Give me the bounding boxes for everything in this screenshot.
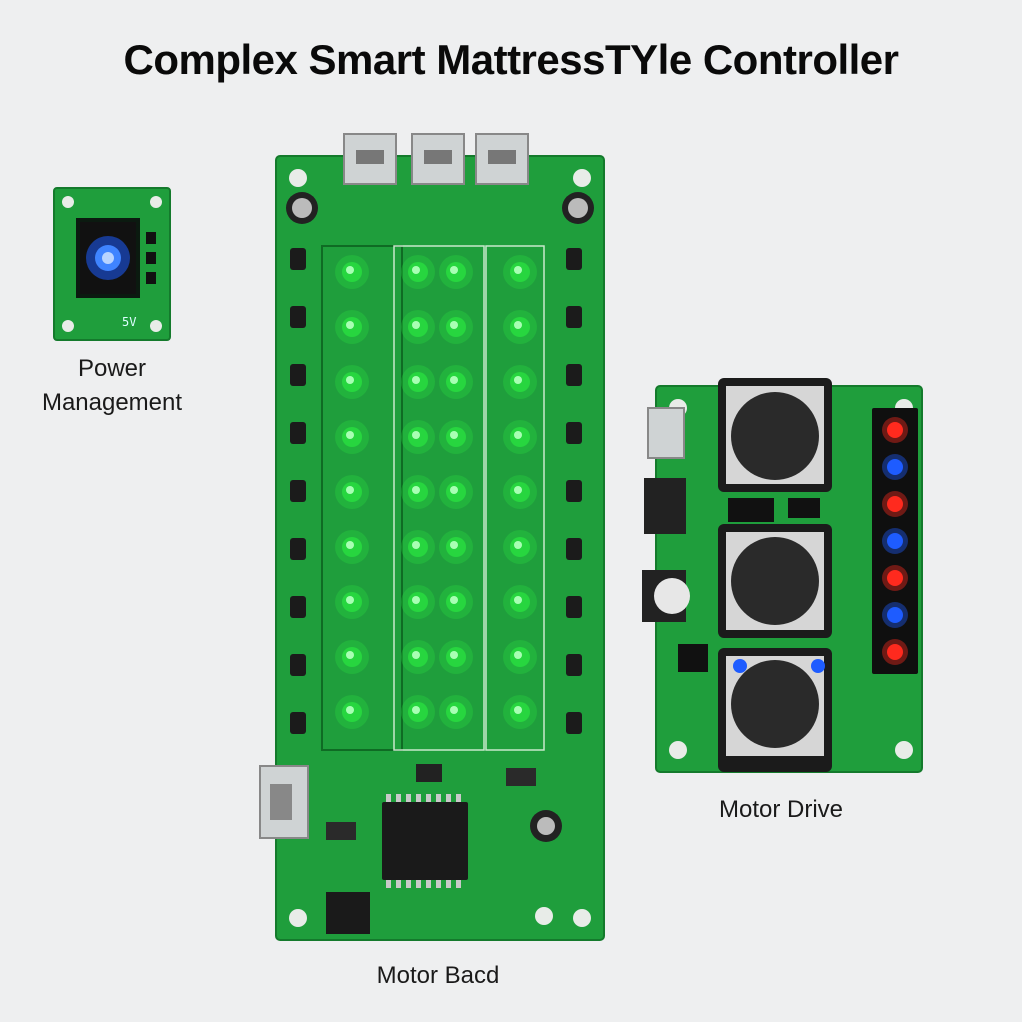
green-led (401, 640, 435, 674)
red-led (882, 491, 908, 517)
side-components (290, 248, 582, 734)
smd-component (566, 538, 582, 560)
smd-component (566, 654, 582, 676)
green-led (503, 695, 537, 729)
green-led (335, 640, 369, 674)
motor-drive-label: Motor Drive (718, 796, 844, 823)
smd-component (290, 248, 306, 270)
smd-component (290, 422, 306, 444)
smd-component (290, 596, 306, 618)
green-led (335, 530, 369, 564)
blue-led (882, 602, 908, 628)
smd-component (566, 712, 582, 734)
green-led (503, 475, 537, 509)
green-led (335, 255, 369, 289)
red-led (882, 417, 908, 443)
green-led (335, 695, 369, 729)
smd-component (566, 422, 582, 444)
green-led (439, 420, 473, 454)
green-led (503, 585, 537, 619)
green-led (401, 530, 435, 564)
red-led (882, 639, 908, 665)
smd-component (566, 248, 582, 270)
green-led (335, 585, 369, 619)
side-leds (882, 417, 908, 665)
green-led (439, 475, 473, 509)
blue-led (882, 454, 908, 480)
main-ic-chip (382, 802, 468, 880)
green-led (401, 365, 435, 399)
led-grid (335, 255, 537, 729)
motor-board (259, 133, 605, 941)
green-led (503, 255, 537, 289)
svg-text:5V: 5V (122, 315, 136, 329)
green-led (503, 310, 537, 344)
smd-component (290, 480, 306, 502)
green-led (503, 640, 537, 674)
green-led (439, 530, 473, 564)
usb-ports (343, 133, 529, 185)
smd-component (290, 538, 306, 560)
green-led (401, 420, 435, 454)
green-led (439, 310, 473, 344)
red-led (882, 565, 908, 591)
smd-component (566, 596, 582, 618)
motor-board-label: Motor Bacd (376, 962, 500, 989)
green-led (335, 475, 369, 509)
inductor-2 (718, 524, 832, 638)
smd-component (566, 480, 582, 502)
green-led (335, 420, 369, 454)
power-management-board: 5V (53, 187, 171, 341)
smd-component (290, 712, 306, 734)
smd-component (290, 654, 306, 676)
smd-component (290, 364, 306, 386)
green-led (401, 695, 435, 729)
green-led (439, 695, 473, 729)
smd-component (566, 306, 582, 328)
power-management-label: Power Management (41, 355, 183, 416)
green-led (401, 475, 435, 509)
green-led (335, 310, 369, 344)
smd-component (566, 364, 582, 386)
smd-component (290, 306, 306, 328)
motor-drive-board (642, 378, 923, 773)
green-led (439, 640, 473, 674)
green-led (503, 420, 537, 454)
green-led (503, 365, 537, 399)
page-title: Complex Smart MattressTYle Controller (123, 36, 899, 83)
blue-led (882, 528, 908, 554)
green-led (401, 585, 435, 619)
green-led (503, 530, 537, 564)
inductor-3 (718, 648, 832, 772)
green-led (401, 255, 435, 289)
green-led (439, 585, 473, 619)
green-led (401, 310, 435, 344)
green-led (335, 365, 369, 399)
inductor-1 (718, 378, 832, 492)
green-led (439, 365, 473, 399)
green-led (439, 255, 473, 289)
